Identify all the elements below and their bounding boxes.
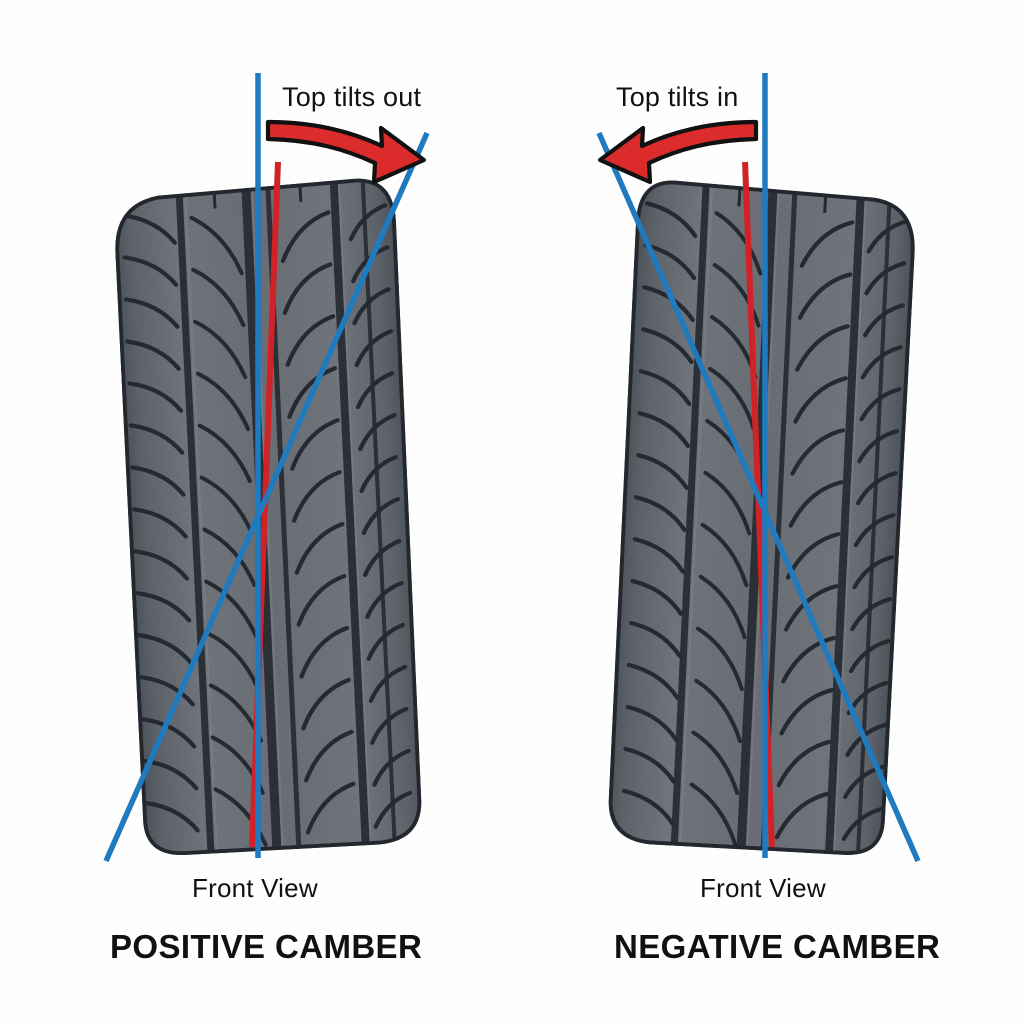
callout-positive: Top tilts out xyxy=(282,82,422,112)
tilt-arrow-positive xyxy=(265,119,427,185)
camber-angle-line-negative xyxy=(596,131,921,863)
view-label-negative: Front View xyxy=(700,873,826,903)
view-label-positive: Front View xyxy=(192,873,318,903)
camber-angle-line-positive xyxy=(103,131,430,863)
callout-negative: Top tilts in xyxy=(616,82,739,112)
caption-negative-camber: NEGATIVE CAMBER xyxy=(614,928,941,965)
tire-positive xyxy=(115,178,422,856)
tilt-arrow-negative xyxy=(597,119,759,185)
caption-positive-camber: POSITIVE CAMBER xyxy=(110,928,423,965)
